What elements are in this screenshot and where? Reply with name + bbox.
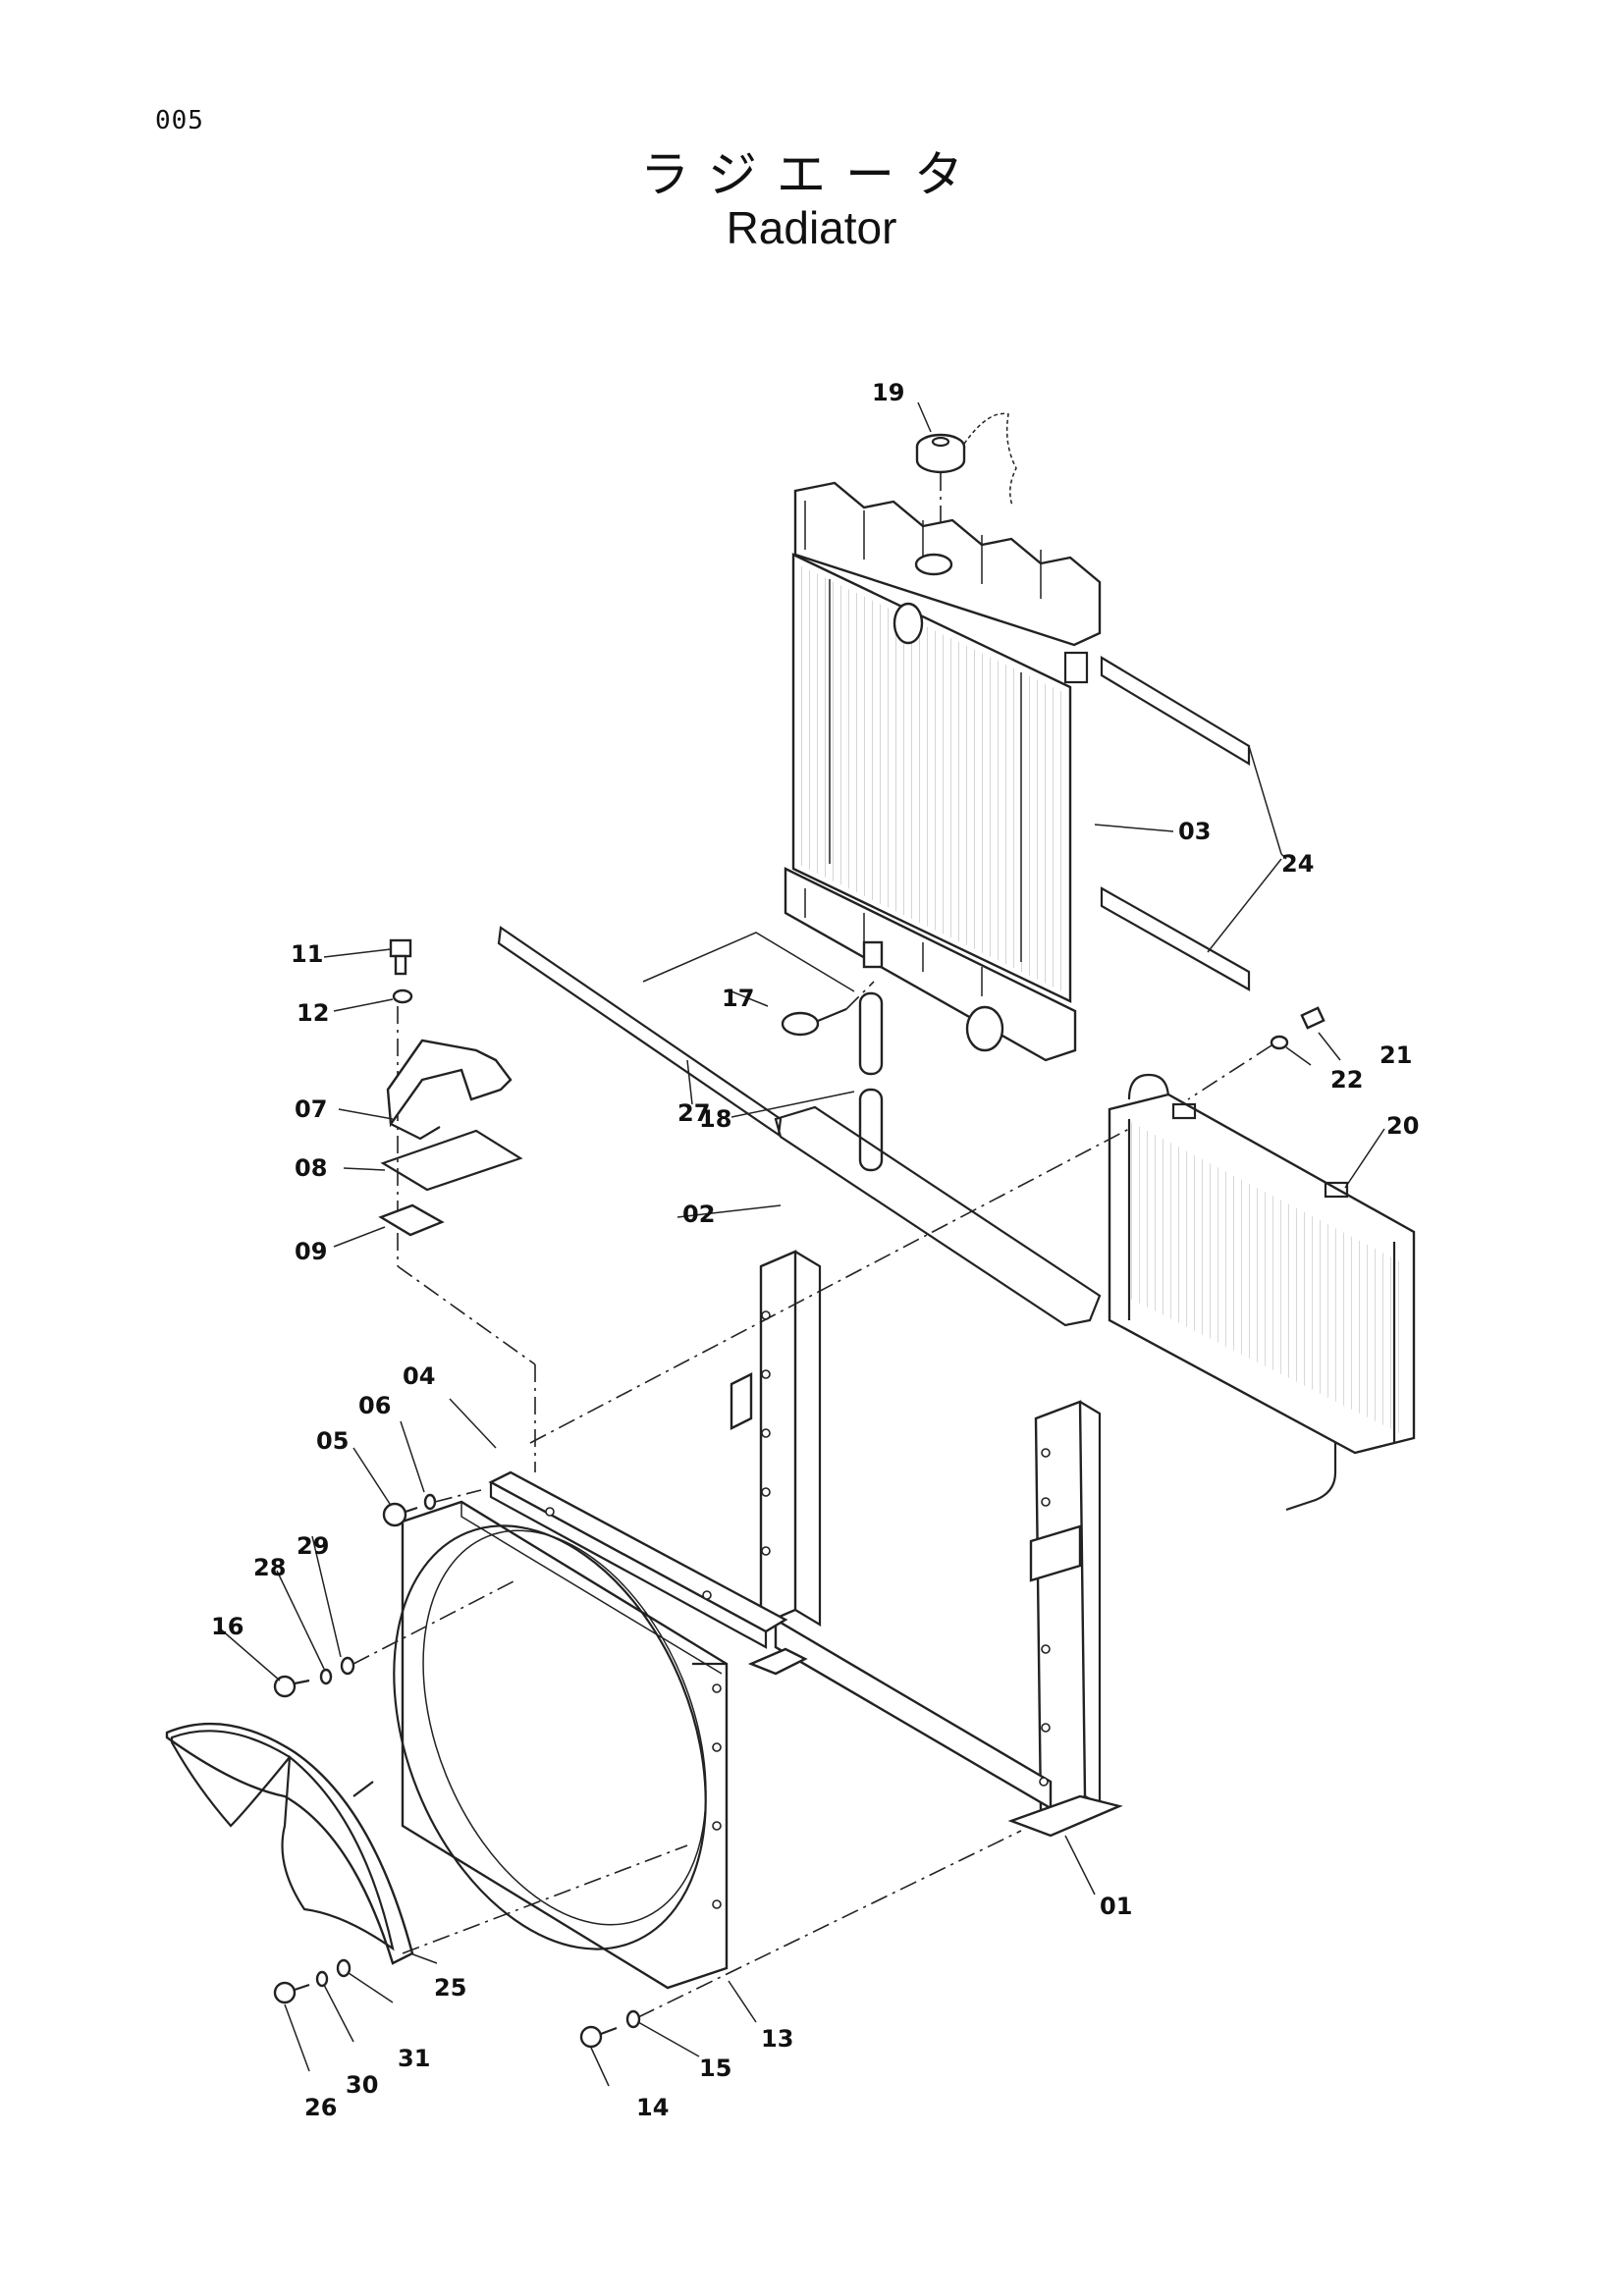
radiator-cap — [915, 412, 1017, 550]
callout-22: 22 — [1330, 1066, 1363, 1094]
bolt-16 — [273, 1579, 516, 1698]
callout-15: 15 — [699, 2055, 731, 2082]
callout-05: 05 — [316, 1427, 349, 1455]
drain-cock — [781, 981, 875, 1037]
callout-06: 06 — [358, 1392, 391, 1419]
callout-12: 12 — [297, 999, 329, 1027]
callout-13: 13 — [761, 2025, 793, 2053]
callout-24: 24 — [1281, 850, 1314, 878]
callout-31: 31 — [398, 2045, 430, 2072]
frame-01 — [730, 1250, 1123, 1838]
callout-17: 17 — [722, 985, 754, 1012]
plate-09 — [378, 1203, 445, 1237]
callout-30: 30 — [346, 2071, 378, 2099]
cushion-08 — [380, 1129, 523, 1192]
hose-18 — [858, 991, 884, 1172]
seal-strip-24 — [1100, 656, 1282, 991]
callout-07: 07 — [295, 1095, 327, 1123]
leader-lines — [220, 401, 1385, 2087]
callout-09: 09 — [295, 1238, 327, 1265]
bracket-07 — [386, 1039, 513, 1141]
fan-guard-25 — [165, 1722, 688, 1965]
bracket-bar-04 — [488, 1364, 788, 1649]
callout-27: 27 — [677, 1099, 710, 1127]
callout-14: 14 — [636, 2094, 669, 2121]
callout-02: 02 — [682, 1201, 715, 1228]
callout-11: 11 — [291, 940, 323, 968]
bolt-26 — [273, 1958, 352, 2004]
bolt-11 — [389, 938, 413, 1266]
seal-strip-27 — [497, 926, 855, 1137]
page-code: 005 — [155, 106, 204, 135]
title-japanese: ラジエータ — [640, 146, 983, 203]
bolt-upper-right — [397, 1128, 1130, 1444]
title-english: Radiator — [726, 202, 897, 253]
callout-19: 19 — [872, 379, 904, 406]
oil-cooler — [1108, 1073, 1416, 1512]
bolt-21 — [1187, 1006, 1325, 1100]
callout-18: 18 — [699, 1105, 731, 1133]
fan-shroud-13 — [393, 1500, 729, 1990]
callout-03: 03 — [1178, 818, 1211, 845]
bolt-14 — [579, 1830, 1022, 2049]
cushion-sheet-02 — [774, 1105, 1102, 1327]
callout-16: 16 — [211, 1613, 243, 1640]
callout-04: 04 — [403, 1362, 435, 1390]
radiator-core — [784, 481, 1102, 1062]
bolt-05 — [382, 1489, 482, 1527]
callout-29: 29 — [297, 1532, 329, 1560]
callout-21: 21 — [1380, 1041, 1412, 1069]
callout-25: 25 — [434, 1974, 466, 2002]
callout-01: 01 — [1100, 1893, 1132, 1920]
callout-28: 28 — [253, 1554, 286, 1581]
callout-20: 20 — [1386, 1112, 1419, 1140]
callout-labels: 01 02 03 04 05 06 07 08 09 11 12 13 14 1… — [211, 379, 1419, 2121]
callout-26: 26 — [304, 2094, 337, 2121]
callout-08: 08 — [295, 1154, 327, 1182]
